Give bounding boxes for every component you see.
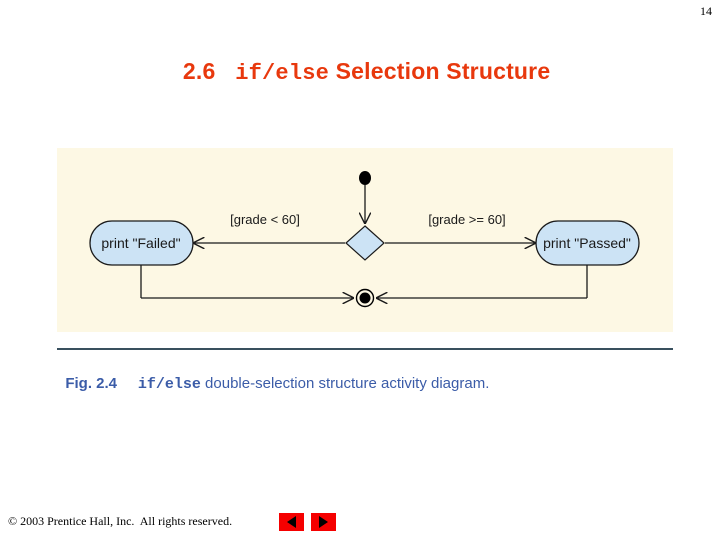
guard-greater-equal: [grade >= 60] xyxy=(428,212,505,227)
figure-caption-spacer xyxy=(117,375,138,392)
decision-diamond xyxy=(345,225,385,261)
slide-navigation xyxy=(279,513,336,531)
final-state-bullseye-core xyxy=(359,292,371,304)
initial-state-dot xyxy=(359,171,371,185)
previous-slide-button[interactable] xyxy=(279,513,304,531)
figure-caption: Fig. 2.4 if/else double-selection struct… xyxy=(57,358,489,393)
footer: © 2003 Prentice Hall, Inc. All rights re… xyxy=(0,500,720,540)
figure-panel: [grade < 60] [grade >= 60] print "Failed… xyxy=(57,148,673,332)
title-section-number: 2.6 xyxy=(182,58,216,84)
guard-less-than: [grade < 60] xyxy=(230,212,300,227)
next-slide-button[interactable] xyxy=(311,513,336,531)
title-spacer xyxy=(215,58,235,84)
triangle-left-icon xyxy=(287,516,296,528)
triangle-right-icon xyxy=(319,516,328,528)
figure-caption-label: Fig. 2.4 xyxy=(65,375,118,392)
action-passed-label: print "Passed" xyxy=(543,235,631,251)
title-rest: Selection Structure xyxy=(329,58,551,84)
figure-caption-description: double-selection structure activity diag… xyxy=(200,375,490,392)
caption-divider xyxy=(57,348,673,350)
figure-caption-keyword: if/else xyxy=(137,376,201,393)
copyright-text: © 2003 Prentice Hall, Inc. All rights re… xyxy=(8,514,233,528)
page-title: 2.6 if/else Selection Structure xyxy=(0,31,720,86)
action-failed-label: print "Failed" xyxy=(101,235,180,251)
activity-diagram: [grade < 60] [grade >= 60] print "Failed… xyxy=(89,171,640,308)
page-number: 14 xyxy=(700,4,712,18)
title-keyword: if/else xyxy=(235,61,330,86)
